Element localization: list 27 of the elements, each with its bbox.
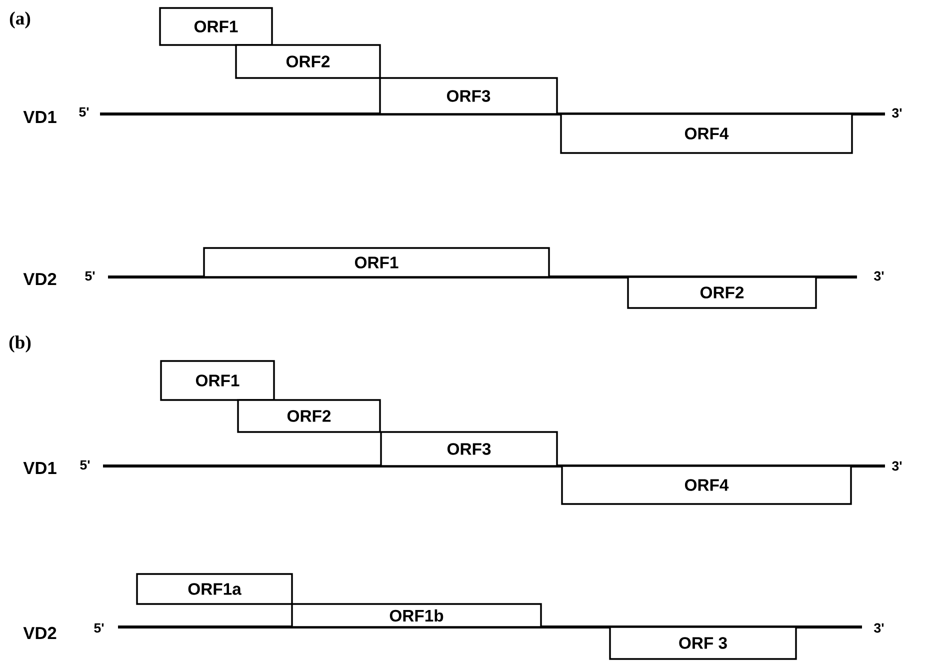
sequence-name: VD2: [23, 626, 56, 640]
orf-box: ORF2: [235, 44, 381, 79]
sequence-name: VD2: [23, 272, 56, 286]
orf-box: ORF3: [379, 77, 558, 115]
orf-box: ORF1: [203, 247, 550, 278]
strand-end-label: 3': [874, 271, 884, 281]
panel-label: (a): [10, 12, 30, 28]
strand-end-label: 5': [85, 271, 95, 281]
orf-box: ORF2: [237, 399, 381, 433]
orf-box: ORF1b: [291, 603, 542, 628]
strand-end-label: 5': [79, 107, 89, 117]
strand-end-label: 5': [94, 623, 104, 633]
orf-box: ORF1a: [136, 573, 293, 605]
orf-box: ORF4: [561, 465, 852, 505]
strand-end-label: 5': [80, 460, 90, 470]
strand-end-label: 3': [892, 108, 902, 118]
panel-label: (b): [9, 336, 31, 352]
orf-box: ORF1: [159, 7, 273, 46]
strand-end-label: 3': [874, 623, 884, 633]
orf-box: ORF4: [560, 113, 853, 154]
sequence-name: VD1: [23, 111, 56, 123]
orf-box: ORF1: [160, 360, 275, 401]
sequence-name: VD1: [23, 462, 56, 474]
orf-box: ORF3: [380, 431, 558, 467]
orf-box: ORF2: [627, 276, 817, 309]
orf-box: ORF 3: [609, 626, 797, 660]
strand-end-label: 3': [892, 461, 902, 471]
